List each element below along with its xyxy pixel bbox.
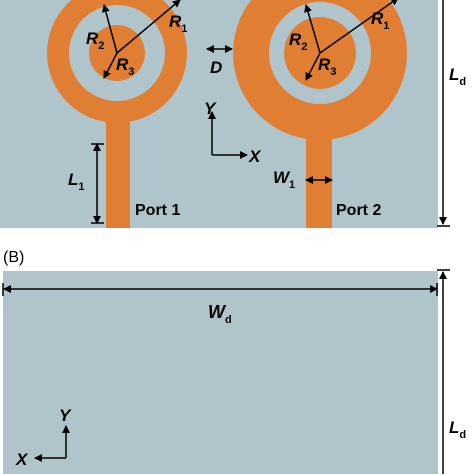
- r1-label-right: R1: [371, 9, 389, 32]
- r3-arrow-right: [305, 52, 321, 81]
- antenna-1: [47, 0, 187, 228]
- ld-label-b: Ld: [449, 418, 466, 441]
- r2-arrow-left: [101, 4, 118, 54]
- d-label: D: [210, 58, 222, 77]
- port-1-label: Port 1: [135, 202, 180, 219]
- wd-label: Wd: [208, 302, 232, 326]
- antenna-2: [233, 0, 407, 228]
- panel-b-label: (B): [3, 249, 24, 266]
- ld-label-a: Ld: [449, 65, 466, 88]
- substrate-bottom: [3, 271, 438, 474]
- l1-label: L1: [68, 170, 85, 193]
- axis-x-label-b: X: [15, 450, 29, 469]
- axis-x-label-a: X: [248, 147, 262, 166]
- feedline-2: [306, 135, 332, 228]
- r3-arrow-left: [103, 52, 118, 79]
- axes-b: Y X: [15, 406, 72, 469]
- r3-label-right: R3: [318, 55, 336, 78]
- panel-a: Y X R1 R2 R3 R1 R2 R3 D L1 W1 Ld Port 1 …: [0, 0, 466, 228]
- r2-label-right: R2: [289, 30, 307, 53]
- panel-b: (B) Wd Ld Y X: [2, 249, 466, 474]
- r3-label-left: R3: [116, 55, 134, 78]
- axis-y-label-b: Y: [59, 406, 72, 425]
- axis-y-label-a: Y: [204, 99, 217, 118]
- r2-arrow-right: [304, 4, 321, 54]
- feedline-1: [106, 118, 130, 228]
- r2-label-left: R2: [86, 29, 104, 52]
- r1-label-left: R1: [169, 12, 187, 35]
- r1-arrow-left: [116, 0, 181, 54]
- port-2-label: Port 2: [336, 202, 381, 219]
- r1-arrow-right: [319, 0, 399, 54]
- axes-a: Y X: [204, 99, 262, 166]
- w1-label: W1: [273, 168, 295, 191]
